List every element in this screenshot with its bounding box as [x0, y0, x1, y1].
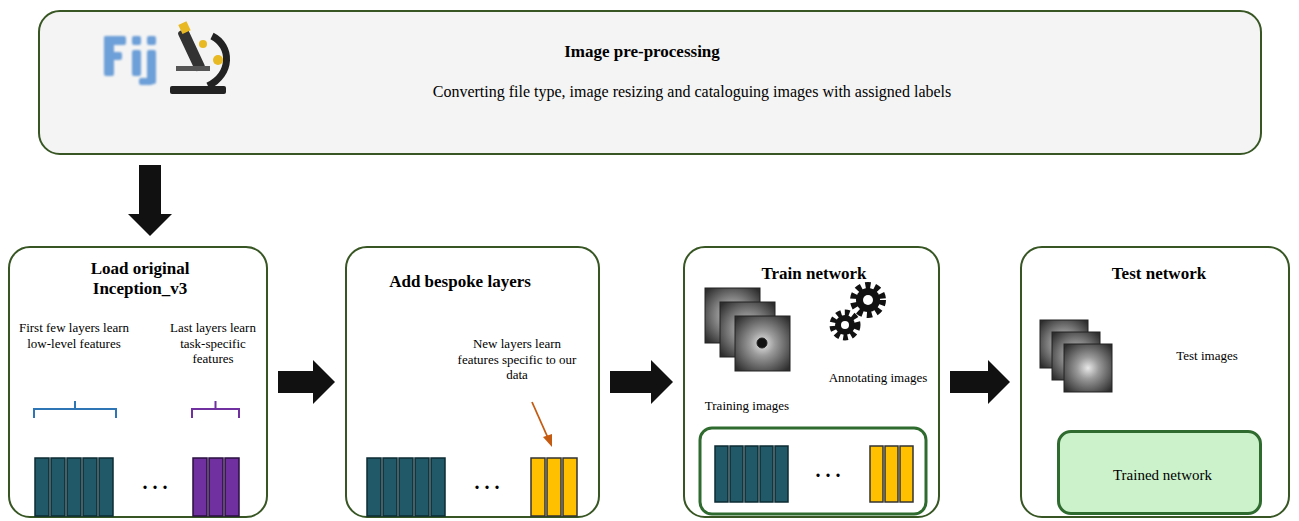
node-text: Converting file type, image resizing and… [342, 82, 1042, 101]
layer-bars [715, 446, 788, 502]
task-layer-bars [193, 458, 239, 516]
fiji-logo [104, 36, 156, 85]
layer-bars [35, 458, 113, 516]
block-arrow [128, 165, 172, 236]
node-text: Annotating images [823, 370, 933, 386]
step-box: Test networkTest imagesTrained network [1020, 246, 1290, 518]
node-text: Last layers learn task-specific features [161, 320, 265, 367]
ellipsis-label: . . . [467, 470, 507, 494]
block-arrow [610, 360, 673, 404]
node-heading: Load original Inception_v3 [65, 259, 215, 300]
new-layer-bars [531, 458, 577, 516]
gear-icon [833, 286, 882, 337]
node-heading: Add bespoke layers [360, 272, 560, 292]
node-heading: Image pre-processing [442, 42, 842, 62]
node-heading: Test network [1069, 264, 1249, 284]
step-box: Load original Inception_v3First few laye… [8, 246, 268, 518]
node-text: Test images [1152, 348, 1262, 364]
block-arrow [278, 360, 335, 404]
ellipsis-label: . . . [135, 470, 175, 494]
bracket [192, 401, 239, 418]
process-band: Image pre-processingConverting file type… [38, 10, 1262, 155]
pointer-arrow [532, 402, 552, 447]
network-outline [700, 428, 926, 514]
node-heading: Trained network [1068, 466, 1258, 484]
node-heading: Train network [724, 264, 904, 284]
step-box: Add bespoke layersNew layers learn featu… [345, 246, 600, 518]
node-text: First few layers learn low-level feature… [15, 320, 133, 351]
image-stack [705, 288, 790, 371]
node-text: New layers learn features specific to ou… [451, 336, 583, 383]
node-text: Training images [692, 398, 802, 414]
block-arrow [950, 360, 1010, 404]
bracket [34, 401, 116, 418]
layer-bars [367, 458, 445, 516]
new-layer-bars [870, 446, 913, 502]
image-stack [1040, 320, 1112, 392]
microscope-icon [170, 21, 227, 94]
step-box: Train networkTraining images Annotating i… [683, 246, 940, 518]
ellipsis-label: . . . [808, 458, 848, 482]
network-box: Trained network [1057, 430, 1262, 515]
